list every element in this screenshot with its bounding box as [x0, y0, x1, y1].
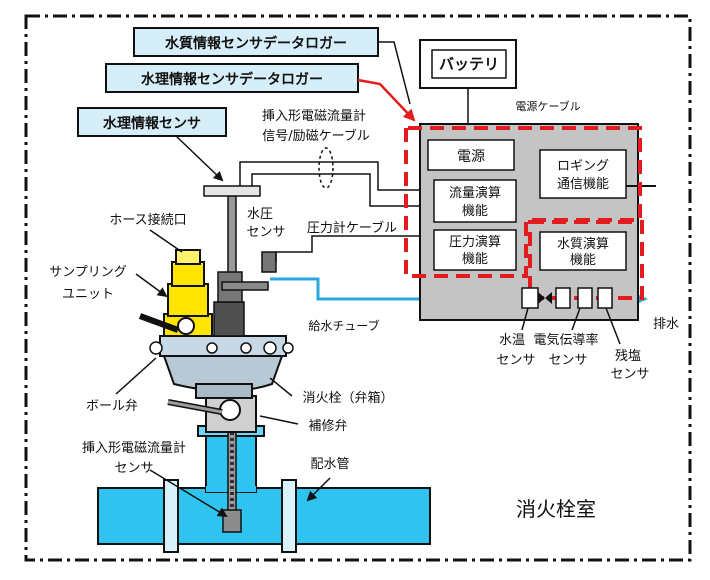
battery-label: バッテリ — [439, 55, 499, 73]
temp-sensor-label-2: センサ — [496, 353, 535, 368]
quality-logger-leader — [378, 41, 411, 105]
signal-cable — [203, 147, 420, 207]
temp-sensor-label-1: 水温 — [499, 333, 525, 348]
em-sensor-leader — [149, 469, 228, 518]
hydrant-stem — [213, 271, 269, 337]
module-power — [427, 139, 515, 171]
em-cable-label-2: 信号/励磁ケーブル — [262, 128, 370, 144]
pressure-sensor-label-1: 水圧 — [247, 207, 273, 222]
drain-label: 排水 — [653, 317, 679, 332]
room-label: 消火栓室 — [516, 497, 596, 521]
module-logging-label-1: ロギング — [557, 159, 609, 174]
distribution-pipe-label: 配水管 — [310, 457, 349, 472]
repair-valve — [167, 395, 257, 433]
repair-valve-label: 補修弁 — [308, 419, 347, 434]
battery — [419, 39, 517, 89]
em-flow-sensor-label-1: 挿入形電磁流量計 — [82, 440, 186, 456]
water-management-logger-label: 水理情報センサデータロガー — [141, 71, 323, 88]
sampling-unit — [163, 249, 213, 337]
ball-valve-label: ボール弁 — [86, 399, 138, 414]
chlorine-leader — [605, 307, 621, 345]
hydraulic-sensor-label: 水理情報センサ — [103, 115, 201, 132]
hydraulic-sensor-box — [77, 107, 227, 137]
ball-valve-leader — [115, 357, 157, 395]
distribution-pipe — [97, 425, 431, 553]
module-quality-label-2: 機能 — [570, 253, 596, 268]
conductivity-sensor-label-1: 電気伝導率 — [533, 332, 598, 348]
conductivity-leader — [571, 307, 581, 331]
chlorine-sensor-label-2: センサ — [610, 367, 649, 382]
hose-leader — [149, 229, 183, 253]
module-logging-label-2: 通信機能 — [557, 177, 609, 192]
module-pressure-label-1: 圧力演算 — [449, 234, 501, 250]
power-cable-label: 電源ケーブル — [515, 99, 580, 113]
hydraulic-logger-region — [404, 126, 642, 278]
conductivity-sensor-label-2: センサ — [548, 353, 587, 368]
module-quality-label-1: 水質演算 — [557, 236, 609, 252]
sampling-leader — [135, 273, 168, 298]
repair-valve-leader — [259, 415, 299, 425]
hydrant-leader — [269, 377, 293, 397]
module-flow-calc — [433, 179, 517, 223]
em-flow-sensor-label-2: センサ — [114, 461, 153, 476]
management-logger-leader — [357, 78, 416, 122]
supply-tube-label: 給水チューブ — [308, 318, 379, 333]
module-logging — [539, 149, 627, 199]
module-flow-label-1: 流量演算 — [449, 185, 501, 201]
em-cable-label-1: 挿入形電磁流量計 — [262, 108, 366, 124]
sampling-unit-label-1: サンプリング — [49, 265, 127, 280]
water-quality-logger-label: 水質情報センサデータロガー — [165, 35, 347, 52]
pressure-sensor — [261, 235, 420, 273]
pressure-cable-label: 圧力計ケーブル — [307, 220, 397, 236]
module-pressure-calc — [433, 229, 517, 271]
module-power-label: 電源 — [457, 149, 485, 165]
hydrant-valve-box — [149, 335, 294, 399]
module-flow-label-2: 機能 — [462, 204, 488, 219]
water-management-logger-box — [105, 63, 359, 93]
temp-leader — [521, 307, 529, 331]
room-boundary — [24, 14, 692, 562]
water-quality-sensors — [521, 287, 613, 309]
module-pressure-label-2: 機能 — [462, 252, 488, 267]
sampling-unit-label-2: ユニット — [62, 287, 114, 302]
hydrant-label: 消火栓（弁箱） — [302, 390, 393, 406]
module-quality-calc — [539, 231, 627, 271]
hose-connector-label: ホース接続口 — [109, 212, 186, 228]
ball-valve-handle — [138, 313, 180, 333]
chlorine-sensor-label-1: 残塩 — [615, 349, 641, 364]
hydraulic-sensor-leader — [175, 135, 224, 182]
distribution-pipe-leader — [306, 477, 331, 502]
pressure-sensor-label-2: センサ — [246, 225, 285, 240]
